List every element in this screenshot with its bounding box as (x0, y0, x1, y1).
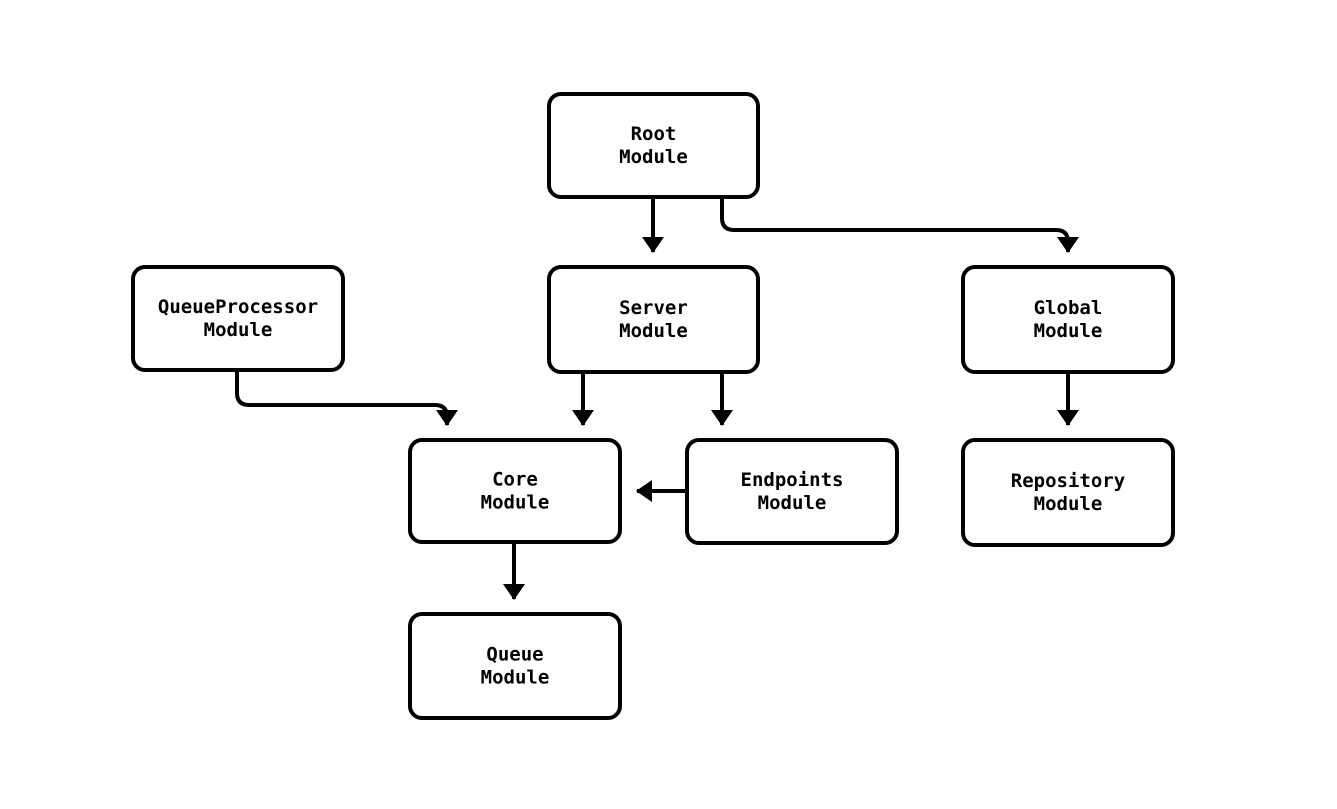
arrowhead-icon (636, 480, 652, 502)
arrowhead-icon (642, 237, 664, 253)
edge-server-to-endpoints (711, 372, 733, 426)
edge-global-to-repository (1057, 372, 1079, 426)
node-label-primary: Server (619, 297, 688, 319)
node-box[interactable] (408, 612, 622, 720)
node-label-primary: Global (1034, 297, 1103, 319)
node-label-secondary: Module (1034, 320, 1103, 342)
node-box[interactable] (961, 438, 1175, 547)
edge-line (720, 197, 1070, 252)
node-box[interactable] (547, 92, 760, 199)
node-label-secondary: Module (1034, 493, 1103, 515)
node-label-primary: Endpoints (741, 469, 844, 491)
edge-endpoints-to-core (636, 480, 687, 502)
node-box[interactable] (685, 438, 899, 545)
arrowhead-icon (1057, 237, 1079, 253)
node-label-primary: Queue (486, 644, 543, 666)
edge-line (235, 370, 449, 425)
node-label-secondary: Module (619, 320, 688, 342)
nodes-layer: RootModuleQueueProcessorModuleServerModu… (131, 92, 1175, 720)
node-box[interactable] (131, 265, 345, 372)
node-label-secondary: Module (758, 492, 827, 514)
node-box[interactable] (408, 438, 622, 544)
arrowhead-icon (572, 410, 594, 426)
arrowhead-icon (436, 410, 458, 426)
node-label-secondary: Module (481, 667, 550, 689)
edges-layer (235, 197, 1079, 600)
node-label-primary: QueueProcessor (158, 296, 318, 318)
edge-root-to-global (720, 197, 1079, 253)
node-label-secondary: Module (204, 319, 273, 341)
node-label-secondary: Module (481, 492, 550, 514)
node-label-primary: Repository (1011, 470, 1125, 492)
edge-queueprocessor-to-core (235, 370, 458, 426)
arrowhead-icon (711, 410, 733, 426)
node-label-secondary: Module (619, 146, 688, 168)
arrowhead-icon (503, 584, 525, 600)
node-box[interactable] (547, 265, 760, 374)
edge-server-to-core (572, 372, 594, 426)
node-label-primary: Root (631, 123, 677, 145)
node-box[interactable] (961, 265, 1175, 374)
edge-core-to-queue (503, 542, 525, 600)
node-label-primary: Core (492, 469, 538, 491)
arrowhead-icon (1057, 410, 1079, 426)
edge-root-to-server (642, 197, 664, 253)
